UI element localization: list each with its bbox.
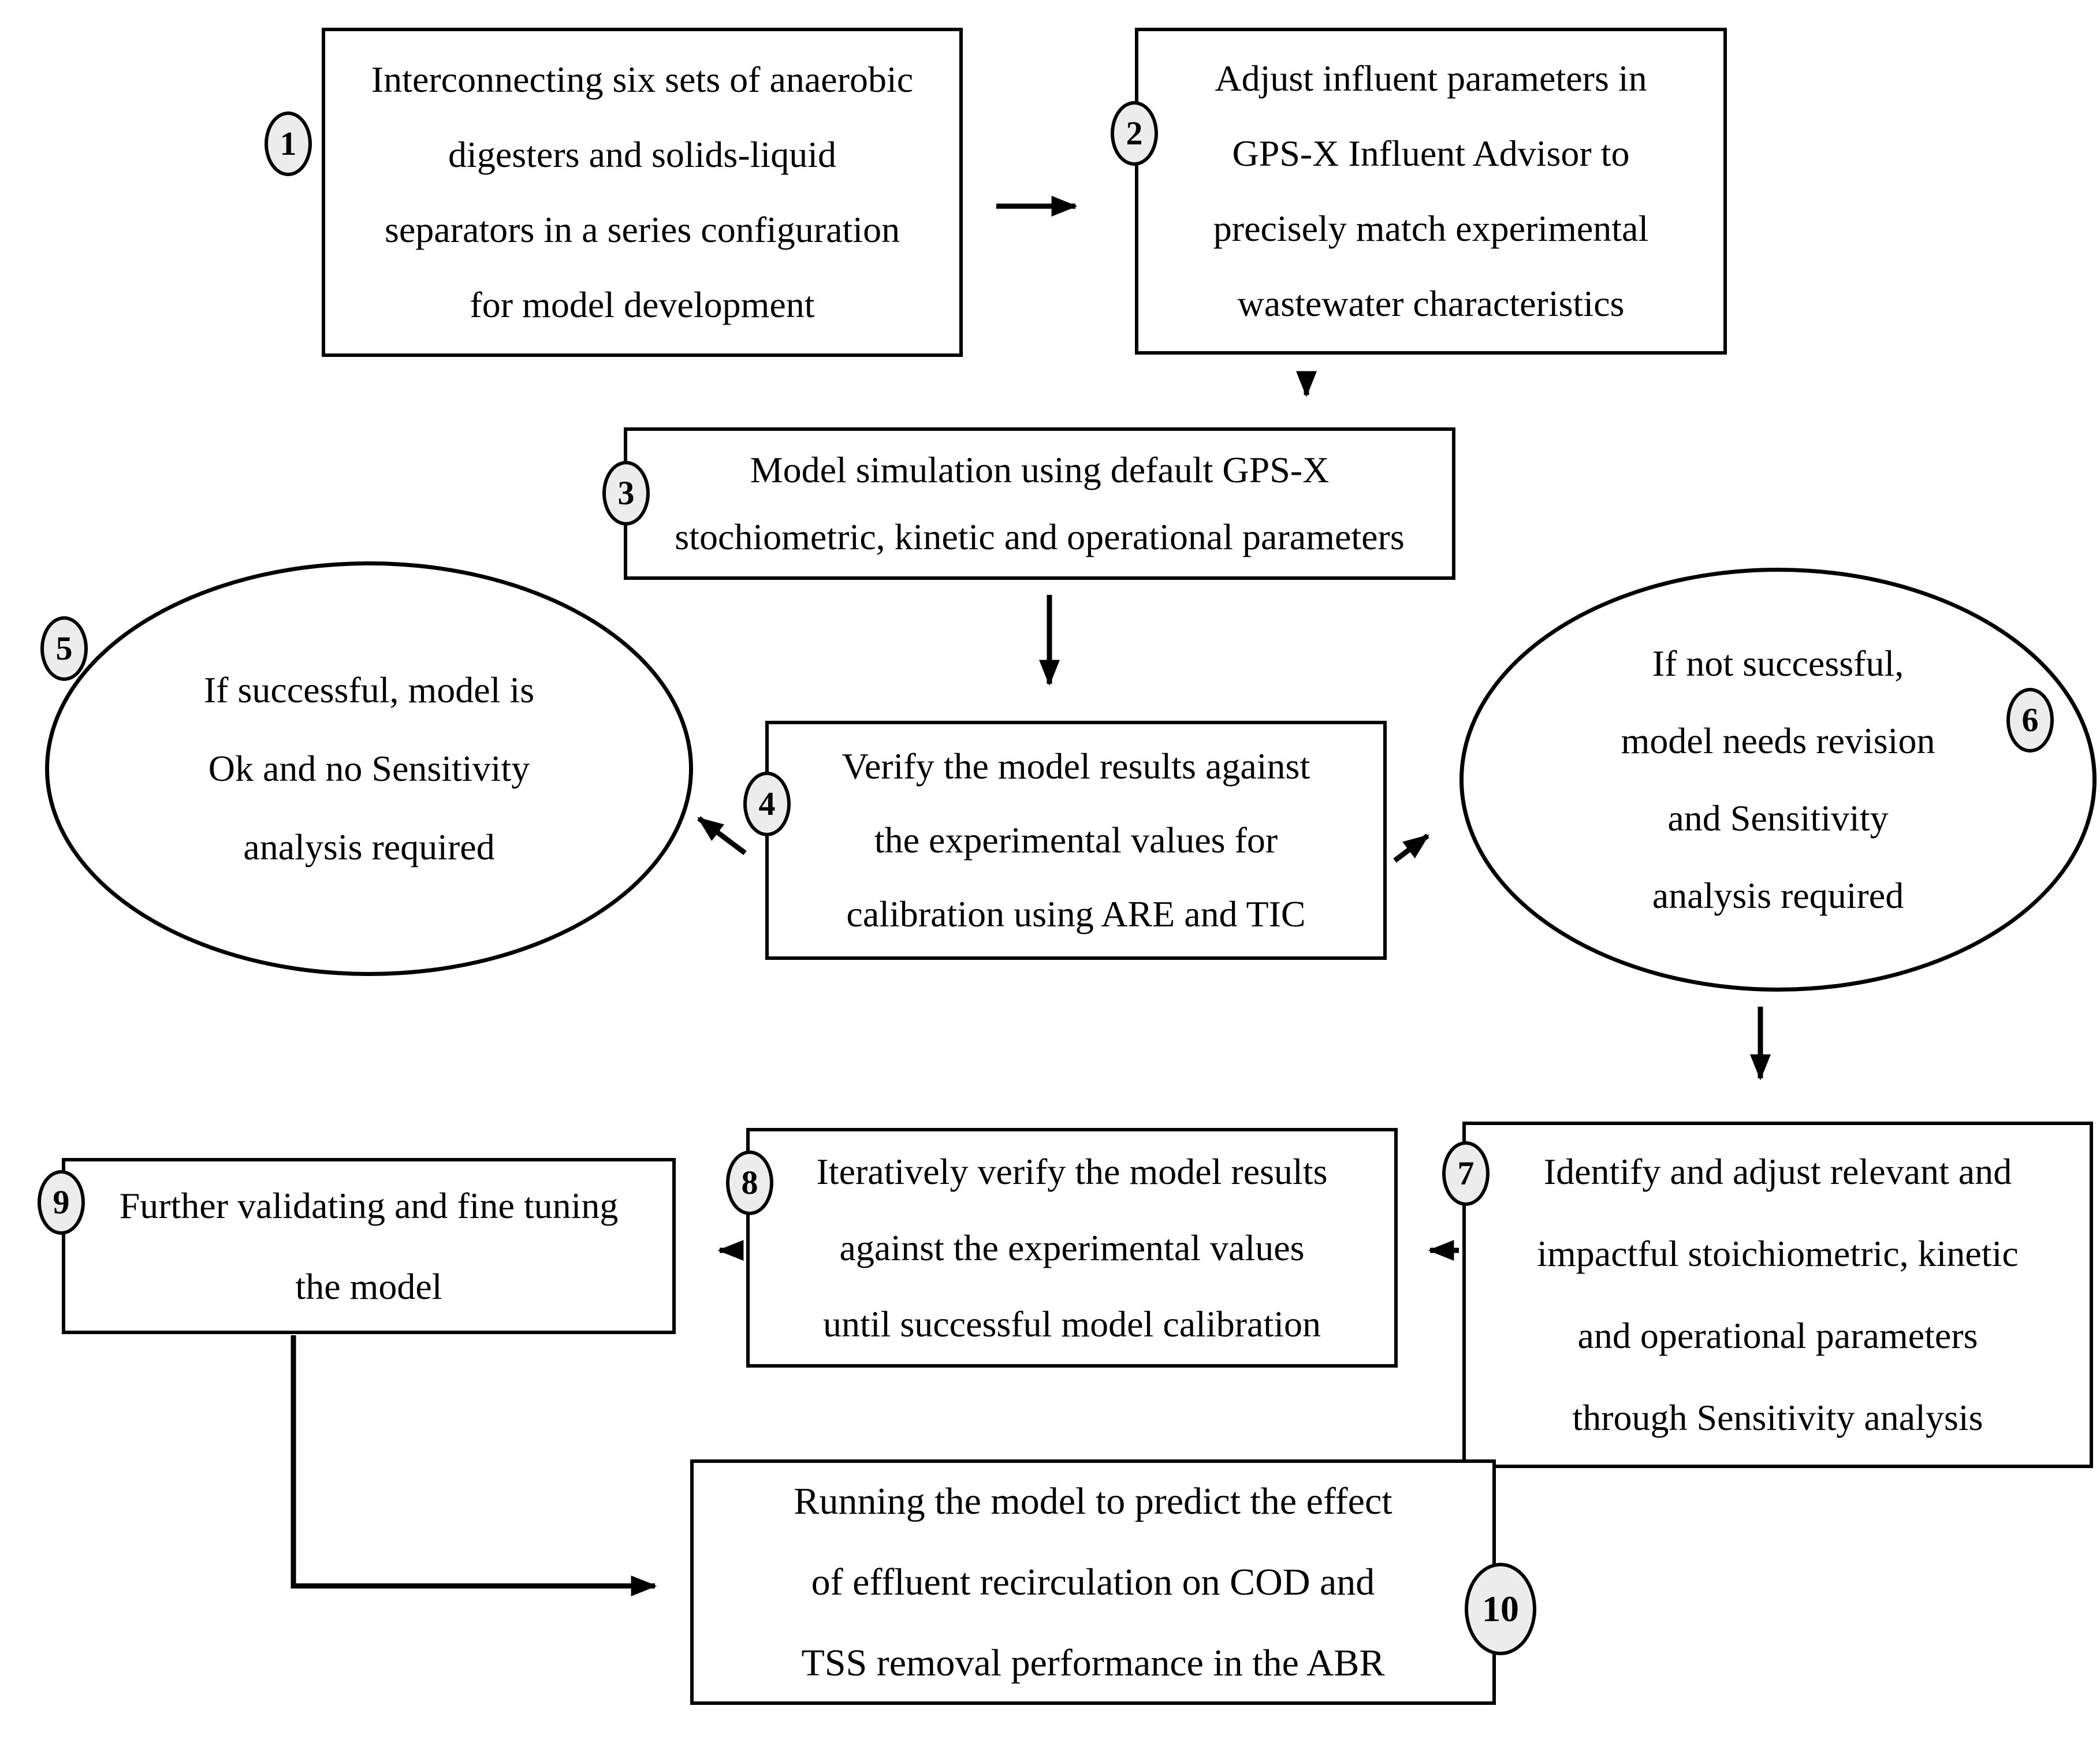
node-8-text: Iteratively verify the model results aga…: [816, 1150, 1328, 1345]
arrow-9-10: [291, 1335, 657, 1596]
arrow-4-5: [697, 816, 747, 855]
node-4-text: Verify the model results against the exp…: [842, 746, 1310, 934]
node-2-text: Adjust influent parameters in GPS-X Infl…: [1213, 58, 1649, 324]
node-3-model-simulation: 3 Model simulation using default GPS-X s…: [602, 427, 1455, 580]
node-7-number-badge: 7: [1442, 1141, 1490, 1206]
node-4-number-badge: 4: [743, 772, 791, 836]
node-7-text: Identify and adjust relevant and impactf…: [1537, 1151, 2019, 1438]
node-9-validation-fine-tuning: 9 Further validating and fine tuning the…: [38, 1158, 676, 1334]
node-8-number-badge: 8: [726, 1150, 773, 1215]
node-1-model-development: 1 Interconnecting six sets of anaerobic …: [265, 28, 963, 357]
node-10-number-badge: 10: [1465, 1563, 1536, 1655]
node-8-iterative-verification: 8 Iteratively verify the model results a…: [726, 1128, 1398, 1368]
node-5-successful-outcome: 5 If successful, model is Ok and no Sens…: [40, 561, 693, 976]
node-5-text: If successful, model is Ok and no Sensit…: [203, 669, 535, 867]
node-9-number-badge: 9: [38, 1170, 85, 1235]
node-1-number-badge: 1: [265, 111, 312, 176]
node-3-text: Model simulation using default GPS-X sto…: [675, 449, 1405, 557]
node-6-number-badge: 6: [2006, 688, 2054, 753]
node-7-identify-parameters: 7 Identify and adjust relevant and impac…: [1442, 1122, 2093, 1468]
arrow-4-6: [1393, 833, 1429, 863]
node-10-text: Running the model to predict the effect …: [794, 1480, 1392, 1684]
node-5-number-badge: 5: [40, 616, 88, 681]
node-3-number-badge: 3: [602, 461, 650, 526]
node-9-text: Further validating and fine tuning the m…: [119, 1185, 619, 1307]
node-4-verify-results: 4 Verify the model results against the e…: [743, 721, 1387, 960]
node-6-not-successful-outcome: 6 If not successful, model needs revisio…: [1459, 568, 2097, 992]
node-2-number-badge: 2: [1111, 101, 1158, 166]
node-10-run-prediction: 10 Running the model to predict the effe…: [690, 1459, 1536, 1705]
node-2-adjust-influent: 2 Adjust influent parameters in GPS-X In…: [1111, 28, 1727, 355]
node-6-text: If not successful, model needs revision …: [1621, 643, 1935, 916]
node-1-text: Interconnecting six sets of anaerobic di…: [371, 59, 914, 325]
